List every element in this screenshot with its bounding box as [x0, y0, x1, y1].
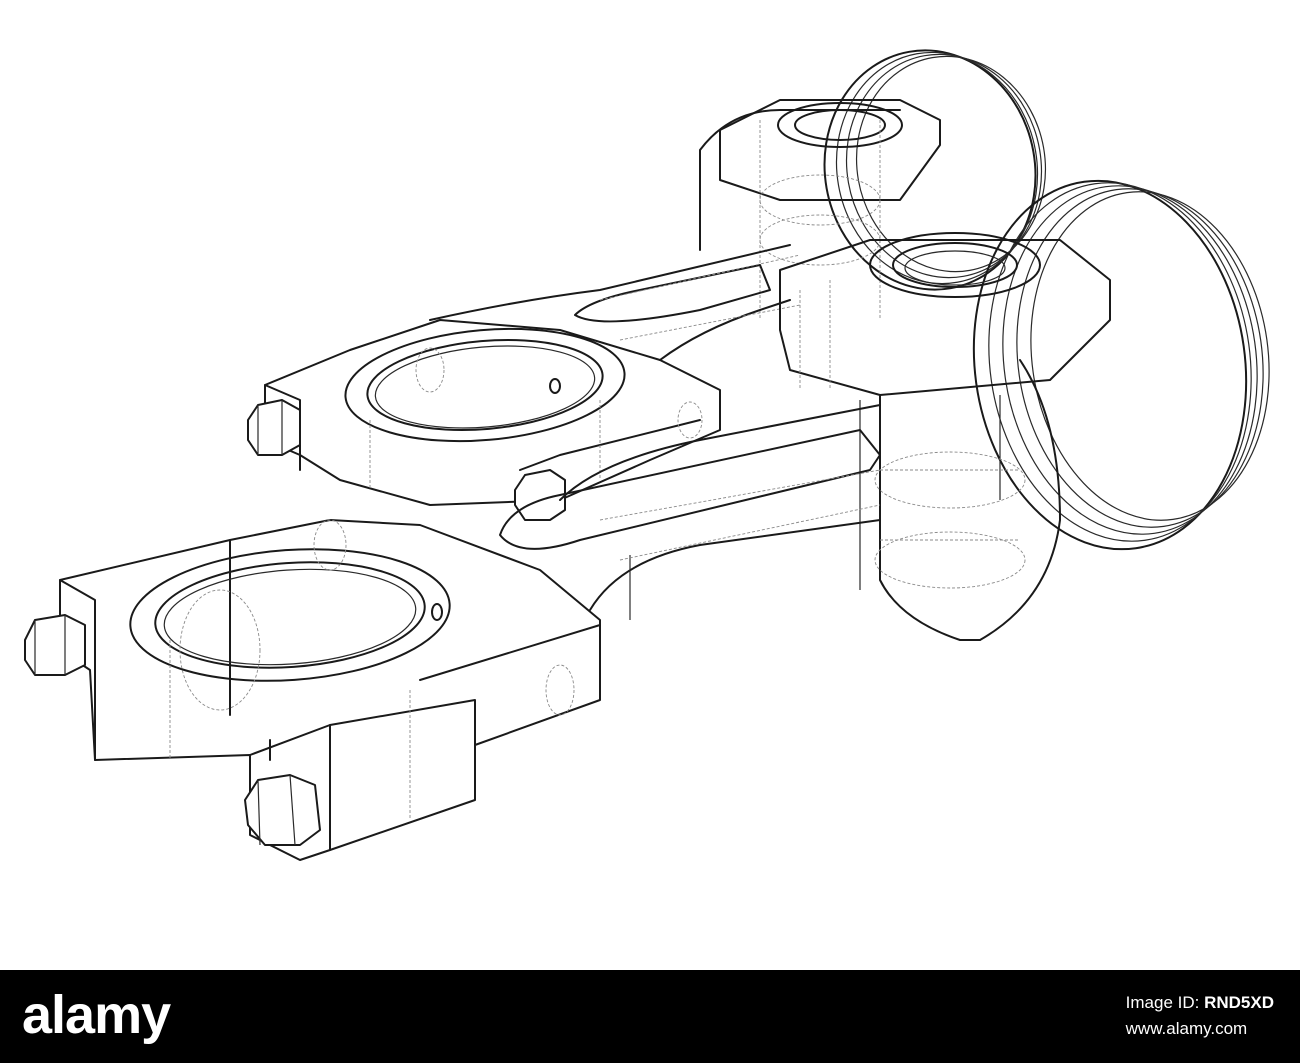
front-rod-shank	[499, 404, 881, 620]
front-piston	[779, 179, 1270, 641]
footer-bar: alamy Image ID: RND5XD www.alamy.com	[0, 970, 1300, 1063]
piston-rod-drawing	[24, 49, 1270, 861]
rear-piston	[699, 49, 1047, 320]
image-id-label: Image ID:	[1125, 993, 1200, 1012]
rear-rod-big-end	[247, 319, 721, 521]
image-id-value: RND5XD	[1204, 993, 1274, 1012]
front-rod-big-end	[24, 519, 601, 861]
footer-info: Image ID: RND5XD www.alamy.com	[1126, 990, 1274, 1042]
site-url[interactable]: www.alamy.com	[1125, 1019, 1248, 1038]
brand-name: alamy	[22, 985, 171, 1045]
brand-logo: alamy	[22, 984, 171, 1046]
image-id-line: Image ID: RND5XD	[1126, 990, 1274, 1016]
rear-rod-shank	[429, 244, 801, 361]
wireframe-illustration	[24, 49, 1270, 861]
